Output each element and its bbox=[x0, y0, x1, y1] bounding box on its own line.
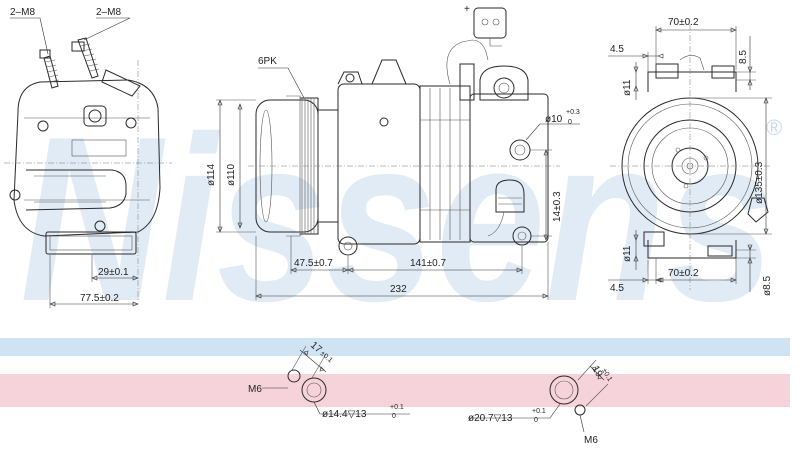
port-large-detail bbox=[468, 359, 609, 433]
dim-8-5-top: 8.5 bbox=[738, 50, 749, 64]
dia-11-top: ø11 bbox=[622, 79, 633, 96]
dim-4-5-bottom: 4.5 bbox=[610, 283, 624, 294]
port-small-bore-tol-lower: 0 bbox=[392, 413, 396, 420]
blue-band bbox=[0, 338, 790, 356]
dim-70-bottom: 70±0.2 bbox=[668, 268, 699, 279]
dim-47-5: 47.5±0.7 bbox=[294, 258, 333, 269]
dia-114: ø114 bbox=[206, 164, 217, 186]
port-large-bore-tol-lower: 0 bbox=[534, 417, 538, 424]
dim-4-5-top: 4.5 bbox=[610, 44, 624, 55]
dim-29: 29±0.1 bbox=[98, 267, 129, 278]
dim-14: 14±0.3 bbox=[552, 191, 563, 222]
dim-8-5-bottom: ø8.5 bbox=[762, 276, 773, 296]
port-large-bore: ø20.7▽13 bbox=[468, 413, 513, 424]
dia-110: ø110 bbox=[226, 164, 237, 186]
center-view bbox=[216, 7, 580, 300]
dia-10-tol-lower: 0 bbox=[568, 119, 572, 126]
port-small-bore: ø14.4▽13 bbox=[322, 409, 367, 420]
dim-70-top: 70±0.2 bbox=[668, 17, 699, 28]
right-thread-label: 2–M8 bbox=[96, 7, 121, 18]
port-small-thread: M6 bbox=[248, 384, 262, 395]
port-large-thread: M6 bbox=[584, 435, 598, 446]
left-view bbox=[4, 17, 172, 308]
dia-10: ø10 bbox=[545, 114, 563, 125]
pink-band bbox=[0, 374, 790, 407]
port-small-detail bbox=[262, 345, 410, 415]
port-large-dim-19: 19 bbox=[589, 364, 604, 380]
dia-10-tol-upper: +0.3 bbox=[566, 109, 580, 116]
dia-11-bottom: ø11 bbox=[622, 245, 633, 262]
left-thread-label: 2–M8 bbox=[10, 7, 35, 18]
dim-77-5: 77.5±0.2 bbox=[80, 293, 119, 304]
port-large-bore-tol-upper: +0.1 bbox=[532, 408, 546, 415]
dim-141: 141±0.7 bbox=[410, 258, 447, 269]
dim-232: 232 bbox=[390, 284, 407, 295]
dia-135: ø135±0.3 bbox=[754, 161, 765, 204]
belt-label: 6PK bbox=[258, 56, 277, 67]
connector-plus: + bbox=[464, 4, 470, 15]
right-view bbox=[608, 24, 772, 292]
port-small-bore-tol-upper: +0.1 bbox=[390, 404, 404, 411]
brand-watermark: Nissens bbox=[20, 87, 775, 350]
registered-mark: ® bbox=[766, 115, 782, 140]
